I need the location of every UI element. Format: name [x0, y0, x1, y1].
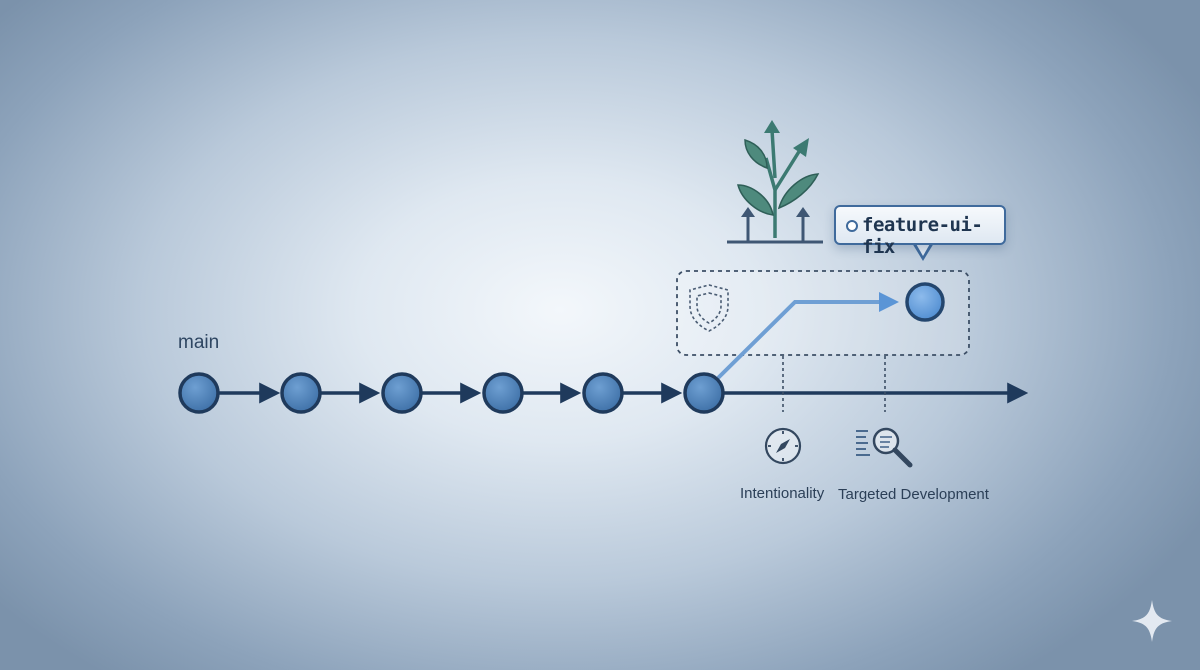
branch-tag: feature-ui-fix [834, 205, 1006, 258]
commit-node [482, 372, 524, 414]
main-commits [178, 372, 725, 414]
branch-point-commit-node [683, 372, 725, 414]
targeted-development-label: Targeted Development [838, 486, 989, 503]
feature-branch-line [716, 292, 899, 380]
compass-icon [764, 427, 802, 465]
growing-plant-icon [727, 120, 823, 244]
branch-tag-label: feature-ui-fix [862, 214, 983, 258]
commit-node [280, 372, 322, 414]
commit-node [178, 372, 220, 414]
commit-node [582, 372, 624, 414]
feature-commit-node [905, 282, 945, 322]
shield-icon [689, 284, 729, 332]
branch-tag-pointer-fill [915, 242, 931, 256]
magnifier-document-icon [856, 427, 913, 468]
sparkle-icon [1132, 600, 1172, 642]
tag-hole-icon [846, 220, 858, 232]
main-branch-label: main [178, 332, 220, 353]
commit-node [381, 372, 423, 414]
intentionality-label: Intentionality [740, 485, 825, 502]
